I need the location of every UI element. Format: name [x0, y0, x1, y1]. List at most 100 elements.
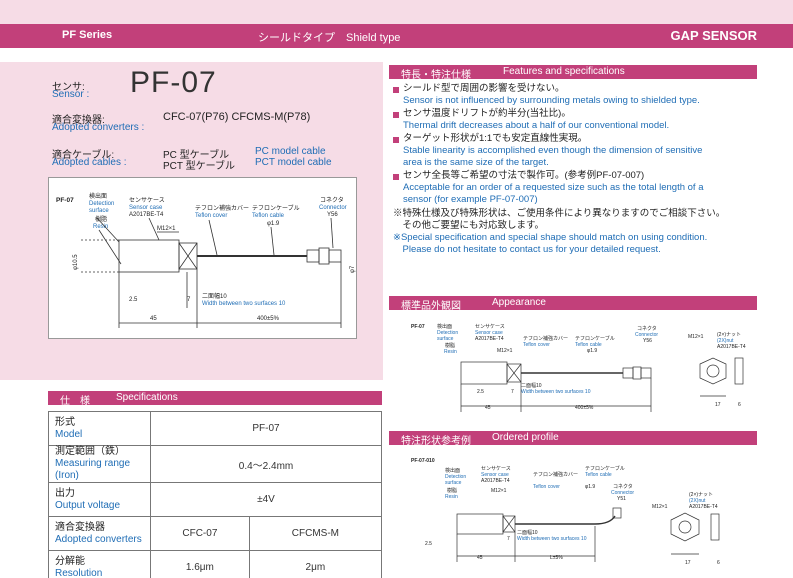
cable-dia: φ1.9 [585, 484, 595, 490]
two-surface-jp: 二面幅10 [521, 382, 542, 389]
resin-en: Resin [445, 494, 458, 500]
connector-jp: コネクタ [320, 196, 344, 204]
cables-label-en: Adopted cables : [52, 157, 127, 168]
features-title-jp: 特長・特注仕様 [401, 70, 471, 81]
teflon-cover-en: Teflon cover [523, 342, 550, 348]
teflon-cover-jp: テフロン補強カバー [523, 335, 568, 342]
connector-jp: コネクタ [613, 483, 633, 490]
d6-label: 6 [738, 402, 741, 408]
d17-label: 17 [715, 402, 721, 408]
nut-code: A2017BE-T4 [689, 504, 718, 510]
feature-en: sensor (for example PF-07-007) [403, 194, 538, 205]
feature-jp: センサ温度ドリフトが約半分(当社比)。 [403, 108, 571, 119]
case-code: A2017BE-T4 [481, 478, 510, 484]
detect-en2: surface [437, 336, 454, 342]
category-title: GAP SENSOR [670, 28, 757, 43]
cable-pc-jp: PC 型ケーブル [163, 150, 230, 161]
feature-jp: センサ全長等ご希望の寸法で製作可。(参考例PF-07-007) [403, 170, 645, 181]
model-name: PF-07 [130, 66, 217, 99]
feature-en: area is the same size of the target. [403, 157, 549, 168]
sensor-label-jp: センサ: [52, 82, 85, 93]
appearance-model: PF-07 [411, 324, 425, 330]
detect-en2: surface [89, 208, 109, 214]
cable-pc-en: PC model cable [255, 146, 326, 157]
d45-label: 45 [477, 555, 483, 561]
spec-value: 0.4～2.4mm [150, 445, 382, 483]
detect-en2: surface [445, 480, 462, 486]
two-surface-en: Width between two surfaces 10 [202, 301, 286, 307]
feature-en: Stable linearity is accomplished even th… [403, 145, 703, 156]
case-jp: センサケース [129, 197, 165, 204]
resin-jp: 樹脂 [445, 342, 455, 349]
teflon-cover-en: Teflon cover [533, 484, 560, 490]
connector-en: Connector [611, 490, 634, 496]
connector-code: Y51 [617, 496, 626, 502]
connector-en: Connector [635, 332, 658, 338]
spec-label-en: Resolution [55, 567, 103, 578]
sensor-label-en: Sensor : [52, 89, 90, 100]
d7-label: 7 [187, 297, 191, 303]
ordered-title-en: Ordered profile [492, 432, 559, 443]
sensor-drawing: PF-07 検出面 Detection surface 樹脂 Resin センサ… [48, 177, 357, 339]
d400-label: 400±5% [575, 405, 594, 411]
d25-label: 2.5 [129, 297, 138, 303]
spec-section-header: 仕 様 Specifications [48, 391, 382, 407]
note-jp: ※特殊仕様及び特殊形状は、ご使用条件により異なりますのでご相談下さい。 [393, 208, 726, 219]
feature-en: Thermal drift decreases about a half of … [403, 120, 670, 131]
connector-code: Y56 [327, 212, 338, 218]
features-title-en: Features and specifications [503, 66, 625, 77]
feature-jp: シールド型で周囲の影響を受けない。 [403, 83, 565, 94]
cable-pct-jp: PCT 型ケーブル [163, 161, 235, 172]
spec-value: 1.6μm [150, 550, 250, 578]
appearance-title-jp: 標準品外観図 [401, 301, 461, 312]
spec-value: CFCMS-M [248, 516, 383, 551]
feature-item: シールド型で周囲の影響を受けない。 Sensor is not influenc… [403, 83, 700, 107]
thread: M12×1 [688, 334, 704, 340]
spec-label-en: Measuring range (Iron) [55, 458, 131, 481]
spec-label-en: Model [55, 428, 83, 440]
nut-en: (2X)nut [717, 338, 734, 344]
feature-en: Acceptable for an order of a requested s… [403, 182, 704, 193]
thread: M12×1 [157, 226, 176, 232]
ordered-section-header: 特注形状参考例 Ordered profile [389, 431, 757, 447]
teflon-cable-jp: テフロンケーブル [585, 465, 625, 472]
detect-en1: Detection [445, 474, 466, 480]
spec-title-en: Specifications [116, 392, 178, 403]
case-code: A2017BE-T4 [475, 336, 504, 342]
d6-label: 6 [717, 560, 720, 566]
features-section-header: 特長・特注仕様 Features and specifications [389, 65, 757, 81]
len-label: L±5% [550, 555, 563, 561]
feature-bullet [393, 174, 399, 180]
top-band [0, 0, 793, 24]
dia-label: φ10.5 [73, 254, 79, 270]
d7-label: 7 [507, 536, 510, 542]
spec-title-jp: 仕 様 [60, 396, 90, 407]
series-title: PF Series [62, 29, 113, 41]
nut-jp: (2×)ナット [689, 492, 713, 498]
spec-value: CFC-07 [150, 516, 250, 551]
spec-row-range: 測定範囲（鉄）Measuring range (Iron) 0.4～2.4mm [48, 445, 382, 483]
spec-label-en: Output voltage [55, 499, 121, 511]
d25-label: 2.5 [477, 389, 484, 395]
feature-item: ターゲット形状が1:1でも安定直線性実現。 Stable linearity i… [403, 133, 702, 169]
cable-dia: φ1.9 [587, 348, 597, 354]
spec-value: PF-07 [150, 411, 382, 446]
thread: M12×1 [491, 488, 507, 494]
connector-en: Connector [319, 205, 347, 211]
nut-code: A2017BE-T4 [717, 344, 746, 350]
converters-label-jp: 適合変換器: [52, 115, 105, 126]
teflon-cover-en: Teflon cover [195, 213, 227, 219]
thread: M12×1 [497, 348, 513, 354]
ordered-title-jp: 特注形状参考例 [401, 436, 471, 447]
feature-bullet [393, 137, 399, 143]
spec-label-jp: 分解能 [55, 555, 85, 567]
d7-label: 7 [511, 389, 514, 395]
feature-jp: ターゲット形状が1:1でも安定直線性実現。 [403, 133, 588, 144]
cable-dia: φ1.9 [267, 221, 280, 227]
case-en: Sensor case [481, 472, 509, 478]
case-en: Sensor case [475, 330, 503, 336]
